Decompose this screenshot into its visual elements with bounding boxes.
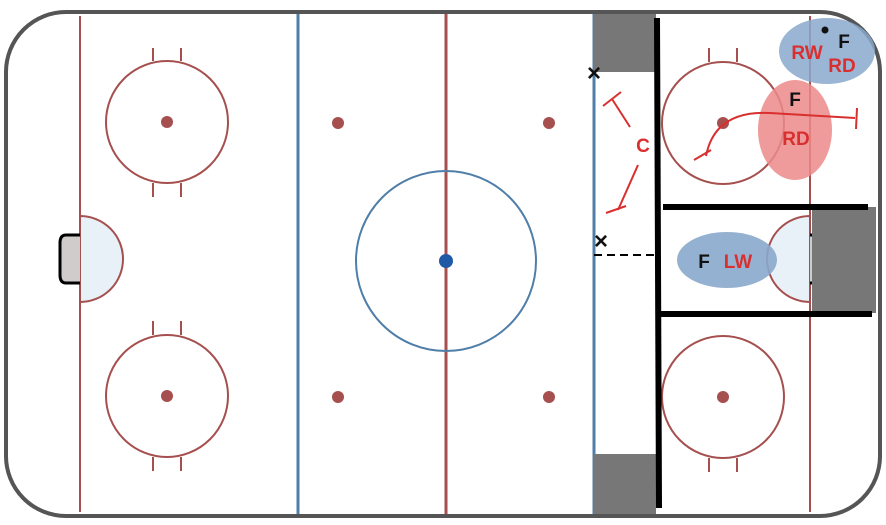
c-player-lines — [602, 91, 639, 214]
lw-ellipse — [677, 232, 777, 288]
net-gray-box — [812, 207, 876, 313]
bottom-gray-box — [594, 454, 656, 514]
lw-f-label: F — [698, 252, 710, 273]
x-marker-mid: × — [594, 228, 608, 255]
neutral-zone-dot — [543, 391, 555, 403]
neutral-zone-dot — [332, 117, 344, 129]
rd-movement-arc — [705, 111, 856, 157]
c-player-label: C — [636, 136, 650, 157]
x-marker-top: × — [587, 60, 601, 87]
rd-mid-ellipse — [758, 80, 832, 180]
left-bottom-faceoff-circle — [105, 321, 229, 471]
top-gray-box — [594, 14, 656, 72]
center-circle — [355, 170, 537, 352]
puck-dot — [821, 26, 829, 34]
rd-top-label: RD — [828, 56, 855, 77]
left-net — [58, 233, 80, 285]
neutral-zone-dot — [543, 117, 555, 129]
rw-f-label: F — [838, 32, 850, 53]
rw-rd-ellipse — [779, 18, 875, 84]
lw-label: LW — [724, 252, 753, 273]
rd-mid-f-label: F — [789, 90, 801, 111]
left-top-faceoff-circle — [105, 48, 229, 197]
neutral-zone-dot — [332, 391, 344, 403]
rw-label: RW — [791, 43, 822, 64]
left-goal-crease — [79, 214, 124, 304]
center-dot — [439, 254, 453, 268]
rd-arc-end-left — [693, 149, 712, 161]
vertical-barrier — [654, 17, 662, 509]
rd-mid-label: RD — [782, 129, 809, 150]
rd-arc-end-right — [855, 107, 858, 130]
right-bottom-faceoff-circle — [661, 335, 785, 472]
